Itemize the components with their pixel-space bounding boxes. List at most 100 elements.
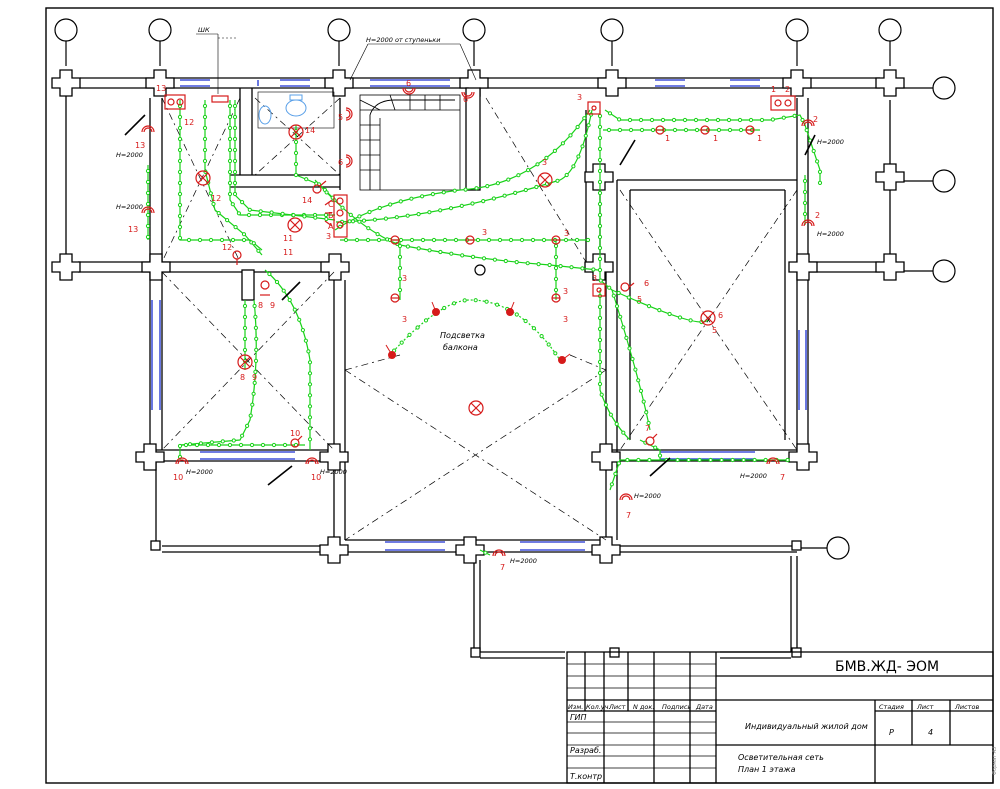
cable-dot xyxy=(462,298,467,303)
cable-dot xyxy=(219,237,225,243)
cable-dot xyxy=(405,244,410,249)
cable-dot xyxy=(232,169,238,175)
svg-text:H=2000: H=2000 xyxy=(320,468,347,476)
cable-dot xyxy=(597,326,603,332)
cable-dot xyxy=(553,287,559,293)
svg-text:14: 14 xyxy=(305,126,315,135)
svg-text:1: 1 xyxy=(771,85,776,94)
cable-dot xyxy=(817,180,823,185)
cable-dot xyxy=(606,127,612,133)
cable-dot xyxy=(483,550,488,555)
cable-dot xyxy=(638,388,644,393)
cable-dot xyxy=(560,141,566,146)
cable-dot xyxy=(230,237,236,243)
cable-dot xyxy=(427,248,432,253)
cable-dot xyxy=(553,254,559,260)
cable-dot xyxy=(258,209,263,214)
cable-dot xyxy=(145,234,151,240)
svg-text:1: 1 xyxy=(713,134,718,143)
cable-dot xyxy=(727,127,733,133)
svg-text:14: 14 xyxy=(302,196,312,205)
cable-dot xyxy=(441,190,446,195)
axis-bubbles xyxy=(54,18,956,560)
cable-dot xyxy=(597,267,603,273)
cable-dot xyxy=(693,117,699,123)
cable-dot xyxy=(785,457,790,463)
svg-text:11: 11 xyxy=(283,248,293,257)
cable-dot xyxy=(614,421,619,427)
svg-text:9: 9 xyxy=(252,373,257,382)
cable-dot xyxy=(677,315,683,320)
cable-dot xyxy=(599,392,604,397)
cable-dot xyxy=(307,426,313,431)
cable-dot xyxy=(715,117,721,123)
cable-dot xyxy=(621,325,626,330)
cable-dot xyxy=(591,267,596,272)
cable-dot xyxy=(597,212,603,218)
cable-dot xyxy=(525,261,530,266)
cable-dot xyxy=(800,117,805,123)
cable-dot xyxy=(621,430,626,435)
cable-dot xyxy=(481,199,486,204)
cable-dot xyxy=(671,117,677,123)
cable-dot xyxy=(644,410,649,415)
cable-dot xyxy=(297,317,302,322)
cable-dot xyxy=(597,223,603,229)
cable-dot xyxy=(307,437,313,442)
cable-dot xyxy=(227,136,233,142)
cable-dot xyxy=(497,237,503,243)
cable-dot xyxy=(730,457,735,463)
cable-dot xyxy=(598,278,603,283)
cable-dot xyxy=(407,332,412,337)
cable-dot xyxy=(250,402,255,407)
cable-dot xyxy=(291,213,296,218)
cable-dot xyxy=(639,127,645,133)
bathroom-fixtures xyxy=(257,91,335,129)
cable-dot xyxy=(233,225,238,230)
cable-dot xyxy=(597,135,603,141)
cable-dot xyxy=(376,237,382,243)
light-fixtures xyxy=(195,124,755,416)
cable-dot xyxy=(738,127,744,133)
cable-dot xyxy=(313,215,318,220)
svg-text:балкона: балкона xyxy=(443,343,478,352)
cable-dot xyxy=(580,144,585,149)
svg-text:H=2000: H=2000 xyxy=(740,472,767,480)
cable-dot xyxy=(274,279,280,285)
cable-dot xyxy=(409,237,415,243)
cable-dot xyxy=(463,187,468,192)
cable-dot xyxy=(194,442,200,448)
cable-dot xyxy=(802,178,808,184)
cable-dot xyxy=(177,191,183,197)
cable-dot xyxy=(514,260,519,265)
cable-dot xyxy=(636,299,642,304)
cable-dot xyxy=(597,234,603,240)
cable-dot xyxy=(242,314,248,320)
cable-dot xyxy=(719,457,724,463)
cable-dot xyxy=(177,213,183,219)
svg-text:13: 13 xyxy=(156,84,166,93)
cable-dot xyxy=(627,117,633,123)
cable-dot xyxy=(420,194,425,199)
doors xyxy=(124,114,816,486)
svg-text:12: 12 xyxy=(184,118,194,127)
cable-dot xyxy=(397,265,403,271)
svg-text:H=2000: H=2000 xyxy=(116,151,143,159)
svg-text:9: 9 xyxy=(270,301,275,310)
cable-dot xyxy=(575,124,580,130)
svg-text:8: 8 xyxy=(240,373,245,382)
svg-text:H=2000: H=2000 xyxy=(186,468,213,476)
cable-dot xyxy=(555,178,560,183)
svg-text:6: 6 xyxy=(718,311,723,320)
svg-text:3: 3 xyxy=(482,228,487,237)
cable-dot xyxy=(630,356,635,362)
cable-dot xyxy=(688,318,693,323)
cable-dot xyxy=(616,461,622,466)
cable-dot xyxy=(232,114,238,120)
cable-dot xyxy=(586,123,591,128)
cable-dot xyxy=(519,237,525,243)
cable-dot xyxy=(438,208,443,213)
svg-text:10: 10 xyxy=(311,473,321,482)
svg-text:3: 3 xyxy=(577,93,582,102)
cable-dot xyxy=(597,256,603,262)
